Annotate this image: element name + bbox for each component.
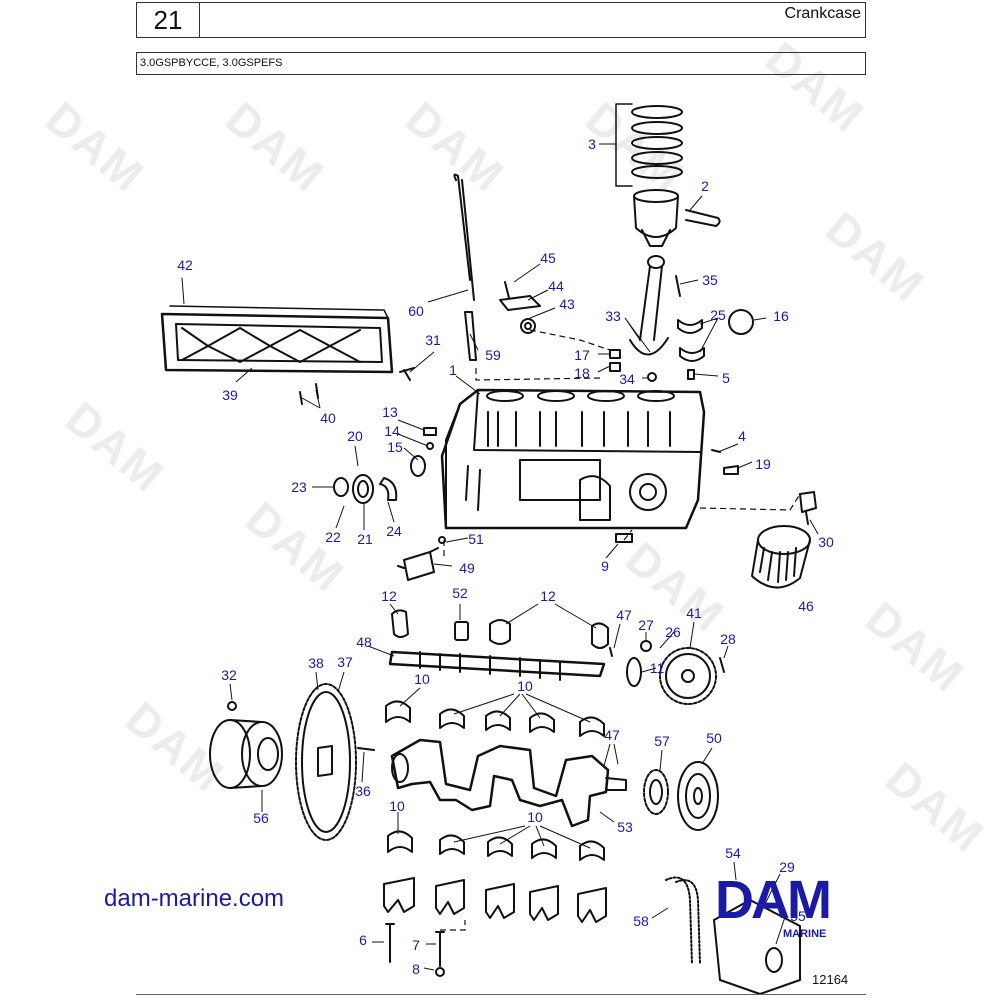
figure-number: 12164	[812, 972, 849, 987]
callout-2: 2	[701, 178, 709, 194]
callout-59: 59	[485, 347, 501, 363]
callout-47b: 47	[604, 727, 620, 743]
camshaft	[388, 650, 606, 681]
callout-26: 26	[665, 624, 681, 640]
callout-15: 15	[387, 439, 403, 455]
callout-23: 23	[291, 479, 307, 495]
callout-30: 30	[818, 534, 834, 550]
callout-8: 8	[412, 961, 420, 977]
callout-39: 39	[222, 387, 238, 403]
callout-3: 3	[588, 136, 596, 152]
callout-5: 5	[722, 370, 730, 386]
callout-6: 6	[359, 932, 367, 948]
callout-53: 53	[617, 819, 633, 835]
cam-gear	[659, 647, 717, 705]
callout-52: 52	[452, 585, 468, 601]
callout-21: 21	[357, 531, 373, 547]
callout-34: 34	[619, 371, 635, 387]
connecting-rod	[629, 255, 681, 356]
model-list: 3.0GSPBYCCE, 3.0GSPEFS	[136, 52, 866, 75]
callout-56: 56	[253, 810, 269, 826]
harmonic-damper	[209, 719, 283, 789]
bearings-row-2	[387, 830, 605, 861]
callout-51: 51	[468, 531, 484, 547]
callout-12a: 12	[381, 588, 397, 604]
callout-25: 25	[710, 307, 726, 323]
logo-text: DAM	[715, 870, 832, 930]
page-title: Crankcase	[784, 5, 861, 22]
callout-55: 55	[790, 908, 806, 924]
callout-38: 38	[308, 655, 324, 671]
main-caps	[383, 877, 607, 923]
callout-28: 28	[720, 631, 736, 647]
flywheel	[295, 683, 357, 841]
website-link[interactable]: dam-marine.com	[104, 885, 285, 912]
callout-1: 1	[449, 362, 457, 378]
callout-47a: 47	[616, 607, 632, 623]
callout-45: 45	[540, 250, 556, 266]
piston-rings	[615, 103, 683, 187]
callout-31: 31	[425, 332, 441, 348]
callout-10c: 10	[389, 798, 405, 814]
callout-48: 48	[356, 634, 372, 650]
callout-9: 9	[601, 558, 609, 574]
callout-29: 29	[779, 859, 795, 875]
bearings-row-1	[385, 700, 605, 737]
dam-marine-logo: DAM MARINE	[715, 870, 895, 945]
callout-35: 35	[702, 272, 718, 288]
callout-33: 33	[605, 308, 621, 324]
callout-13: 13	[382, 404, 398, 420]
valve-cover	[160, 305, 394, 374]
callout-10a: 10	[414, 671, 430, 687]
oil-filter	[751, 525, 811, 589]
callout-49: 49	[459, 560, 475, 576]
callout-57: 57	[654, 733, 670, 749]
callout-46: 46	[798, 598, 814, 614]
callout-60: 60	[408, 303, 424, 319]
crankshaft	[390, 738, 627, 828]
callout-37: 37	[337, 654, 353, 670]
callout-16: 16	[773, 308, 789, 324]
logo-subtext: MARINE	[783, 928, 827, 940]
callout-27: 27	[638, 617, 654, 633]
callout-17: 17	[574, 347, 590, 363]
bottom-rule	[136, 994, 866, 995]
callout-4: 4	[738, 428, 746, 444]
header-box: 21 Crankcase	[136, 2, 866, 38]
callout-14: 14	[384, 423, 400, 439]
callout-42: 42	[177, 257, 193, 273]
callout-54: 54	[725, 845, 741, 861]
callout-10d: 10	[527, 809, 543, 825]
callout-12b: 12	[540, 588, 556, 604]
callout-11: 11	[649, 660, 665, 676]
callout-24: 24	[386, 523, 402, 539]
callout-7: 7	[412, 937, 420, 953]
engine-block	[440, 388, 706, 530]
callout-36: 36	[355, 783, 371, 799]
callout-22: 22	[325, 529, 341, 545]
callout-32: 32	[221, 667, 237, 683]
callout-18: 18	[574, 365, 590, 381]
callout-10b: 10	[517, 678, 533, 694]
piston	[633, 189, 721, 247]
callout-44: 44	[548, 278, 564, 294]
crank-pulley	[677, 761, 719, 831]
callout-43: 43	[559, 296, 575, 312]
callout-19: 19	[755, 456, 771, 472]
callout-50: 50	[706, 730, 722, 746]
callout-58: 58	[633, 913, 649, 929]
callout-20: 20	[347, 428, 363, 444]
callout-40: 40	[320, 410, 336, 426]
page-number: 21	[137, 3, 200, 37]
crank-gear	[643, 769, 669, 815]
callout-41: 41	[686, 605, 702, 621]
